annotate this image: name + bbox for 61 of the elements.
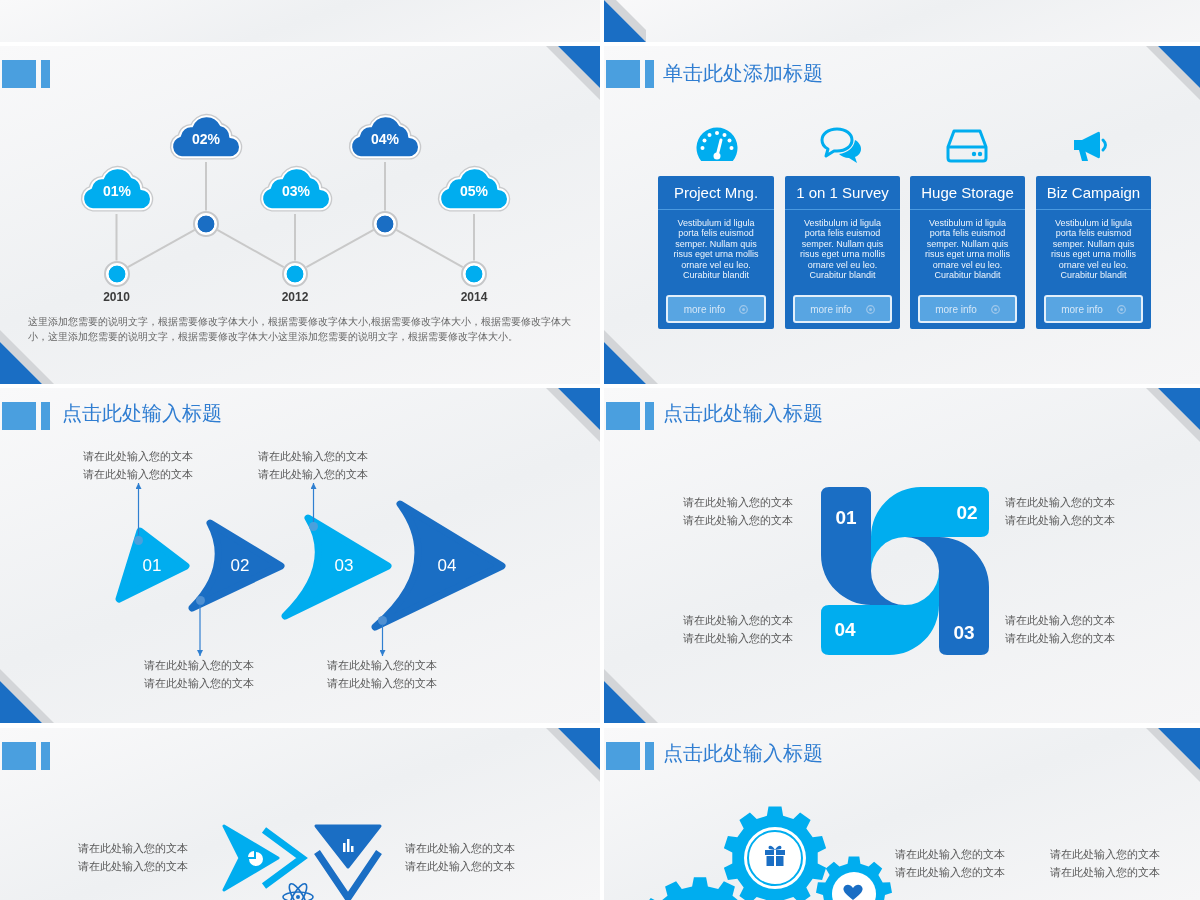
card-heading: Project Mng.: [658, 176, 774, 210]
placeholder-text: 请在此处输入您的文本请在此处输入您的文本: [1050, 847, 1161, 880]
placeholder-text: 请在此处输入您的文本请在此处输入您的文本: [144, 656, 256, 692]
year-label: 2012: [281, 289, 309, 305]
placeholder-text: 请在此处输入您的文本请在此处输入您的文本: [683, 613, 794, 646]
step-number: 03: [333, 555, 355, 577]
info-card: [1036, 176, 1151, 329]
more-info-button: more info: [666, 295, 766, 323]
connector-line: [473, 213, 475, 262]
placeholder-text: 请在此处输入您的文本请在此处输入您的文本: [683, 495, 794, 528]
connector-line: [216, 228, 285, 269]
placeholder-text: 请在此处输入您的文本请在此处输入您的文本: [257, 447, 370, 483]
step-number: 02: [229, 555, 251, 577]
info-card: [658, 176, 774, 329]
process-step: [115, 527, 190, 603]
connector-line: [205, 161, 207, 212]
placeholder-text: 请在此处输入您的文本请在此处输入您的文本: [1005, 495, 1116, 528]
more-info-button: more info: [918, 295, 1017, 323]
card-text: Vestibulum id ligula porta felis euismod semper. Nullam quis risus eget urna mollis ornare vel eu leo. Curabitur blandit: [923, 218, 1011, 281]
connector-line: [115, 213, 118, 262]
placeholder-text: 请在此处输入您的文本请在此处输入您的文本: [1005, 613, 1116, 646]
card-heading: Biz Campaign: [1036, 176, 1151, 210]
leader-line: [379, 623, 386, 657]
card-text: Vestibulum id ligula porta felis euismod semper. Nullam quis risus eget urna mollis ornare vel eu leo. Curabitur blandit: [798, 218, 886, 281]
process-step: [281, 514, 392, 620]
year-label: 2010: [103, 289, 130, 305]
card-heading: 1 on 1 Survey: [785, 176, 900, 210]
leader-line: [197, 603, 203, 657]
connector-line: [126, 228, 196, 269]
leader-line: [135, 482, 142, 537]
placeholder-text: 请在此处输入您的文本请在此处输入您的文本: [405, 841, 516, 874]
card-text: Vestibulum id ligula porta felis euismod semper. Nullam quis risus eget urna mollis ornare vel eu leo. Curabitur blandit: [672, 218, 760, 281]
leader-line: [310, 482, 317, 523]
connector-line: [384, 161, 386, 212]
info-card: [910, 176, 1025, 329]
card-text: Vestibulum id ligula porta felis euismod semper. Nullam quis risus eget urna mollis ornare vel eu leo. Curabitur blandit: [1049, 218, 1137, 281]
marker-dot: [309, 522, 318, 531]
step-number: 04: [436, 555, 458, 577]
description-text: 这里添加您需要的说明文字，根据需要修改字体大小，根据需要修改字体大小,根据需要修改字体大小，根据需要修改字体大小，这里添加您需要的说明文字，根据需要修改字体大小这里添加您需要的说明文字，根据需要修改字体大小。: [28, 315, 572, 344]
process-step: [371, 500, 506, 631]
process-step: [188, 519, 285, 612]
slide-title: 点击此处输入标题: [62, 401, 222, 426]
connector-line: [305, 228, 375, 269]
slide-title: 点击此处输入标题: [663, 401, 823, 426]
marker-dot: [195, 595, 205, 605]
connector-line: [395, 228, 464, 269]
placeholder-text: 请在此处输入您的文本请在此处输入您的文本: [82, 447, 195, 483]
placeholder-text: 请在此处输入您的文本请在此处输入您的文本: [895, 847, 1006, 880]
step-number: 01: [141, 555, 163, 577]
marker-dot: [134, 535, 143, 545]
marker-dot: [378, 615, 387, 625]
year-label: 2014: [460, 289, 488, 305]
info-card: [785, 176, 900, 329]
more-info-button: more info: [793, 295, 892, 323]
placeholder-text: 请在此处输入您的文本请在此处输入您的文本: [326, 656, 439, 692]
placeholder-text: 请在此处输入您的文本请在此处输入您的文本: [78, 841, 189, 874]
more-info-button: more info: [1044, 295, 1143, 323]
slide-title: 点击此处输入标题: [663, 741, 823, 766]
card-heading: Huge Storage: [910, 176, 1025, 210]
slide-title: 单击此处添加标题: [663, 61, 823, 86]
connector-line: [294, 213, 296, 262]
